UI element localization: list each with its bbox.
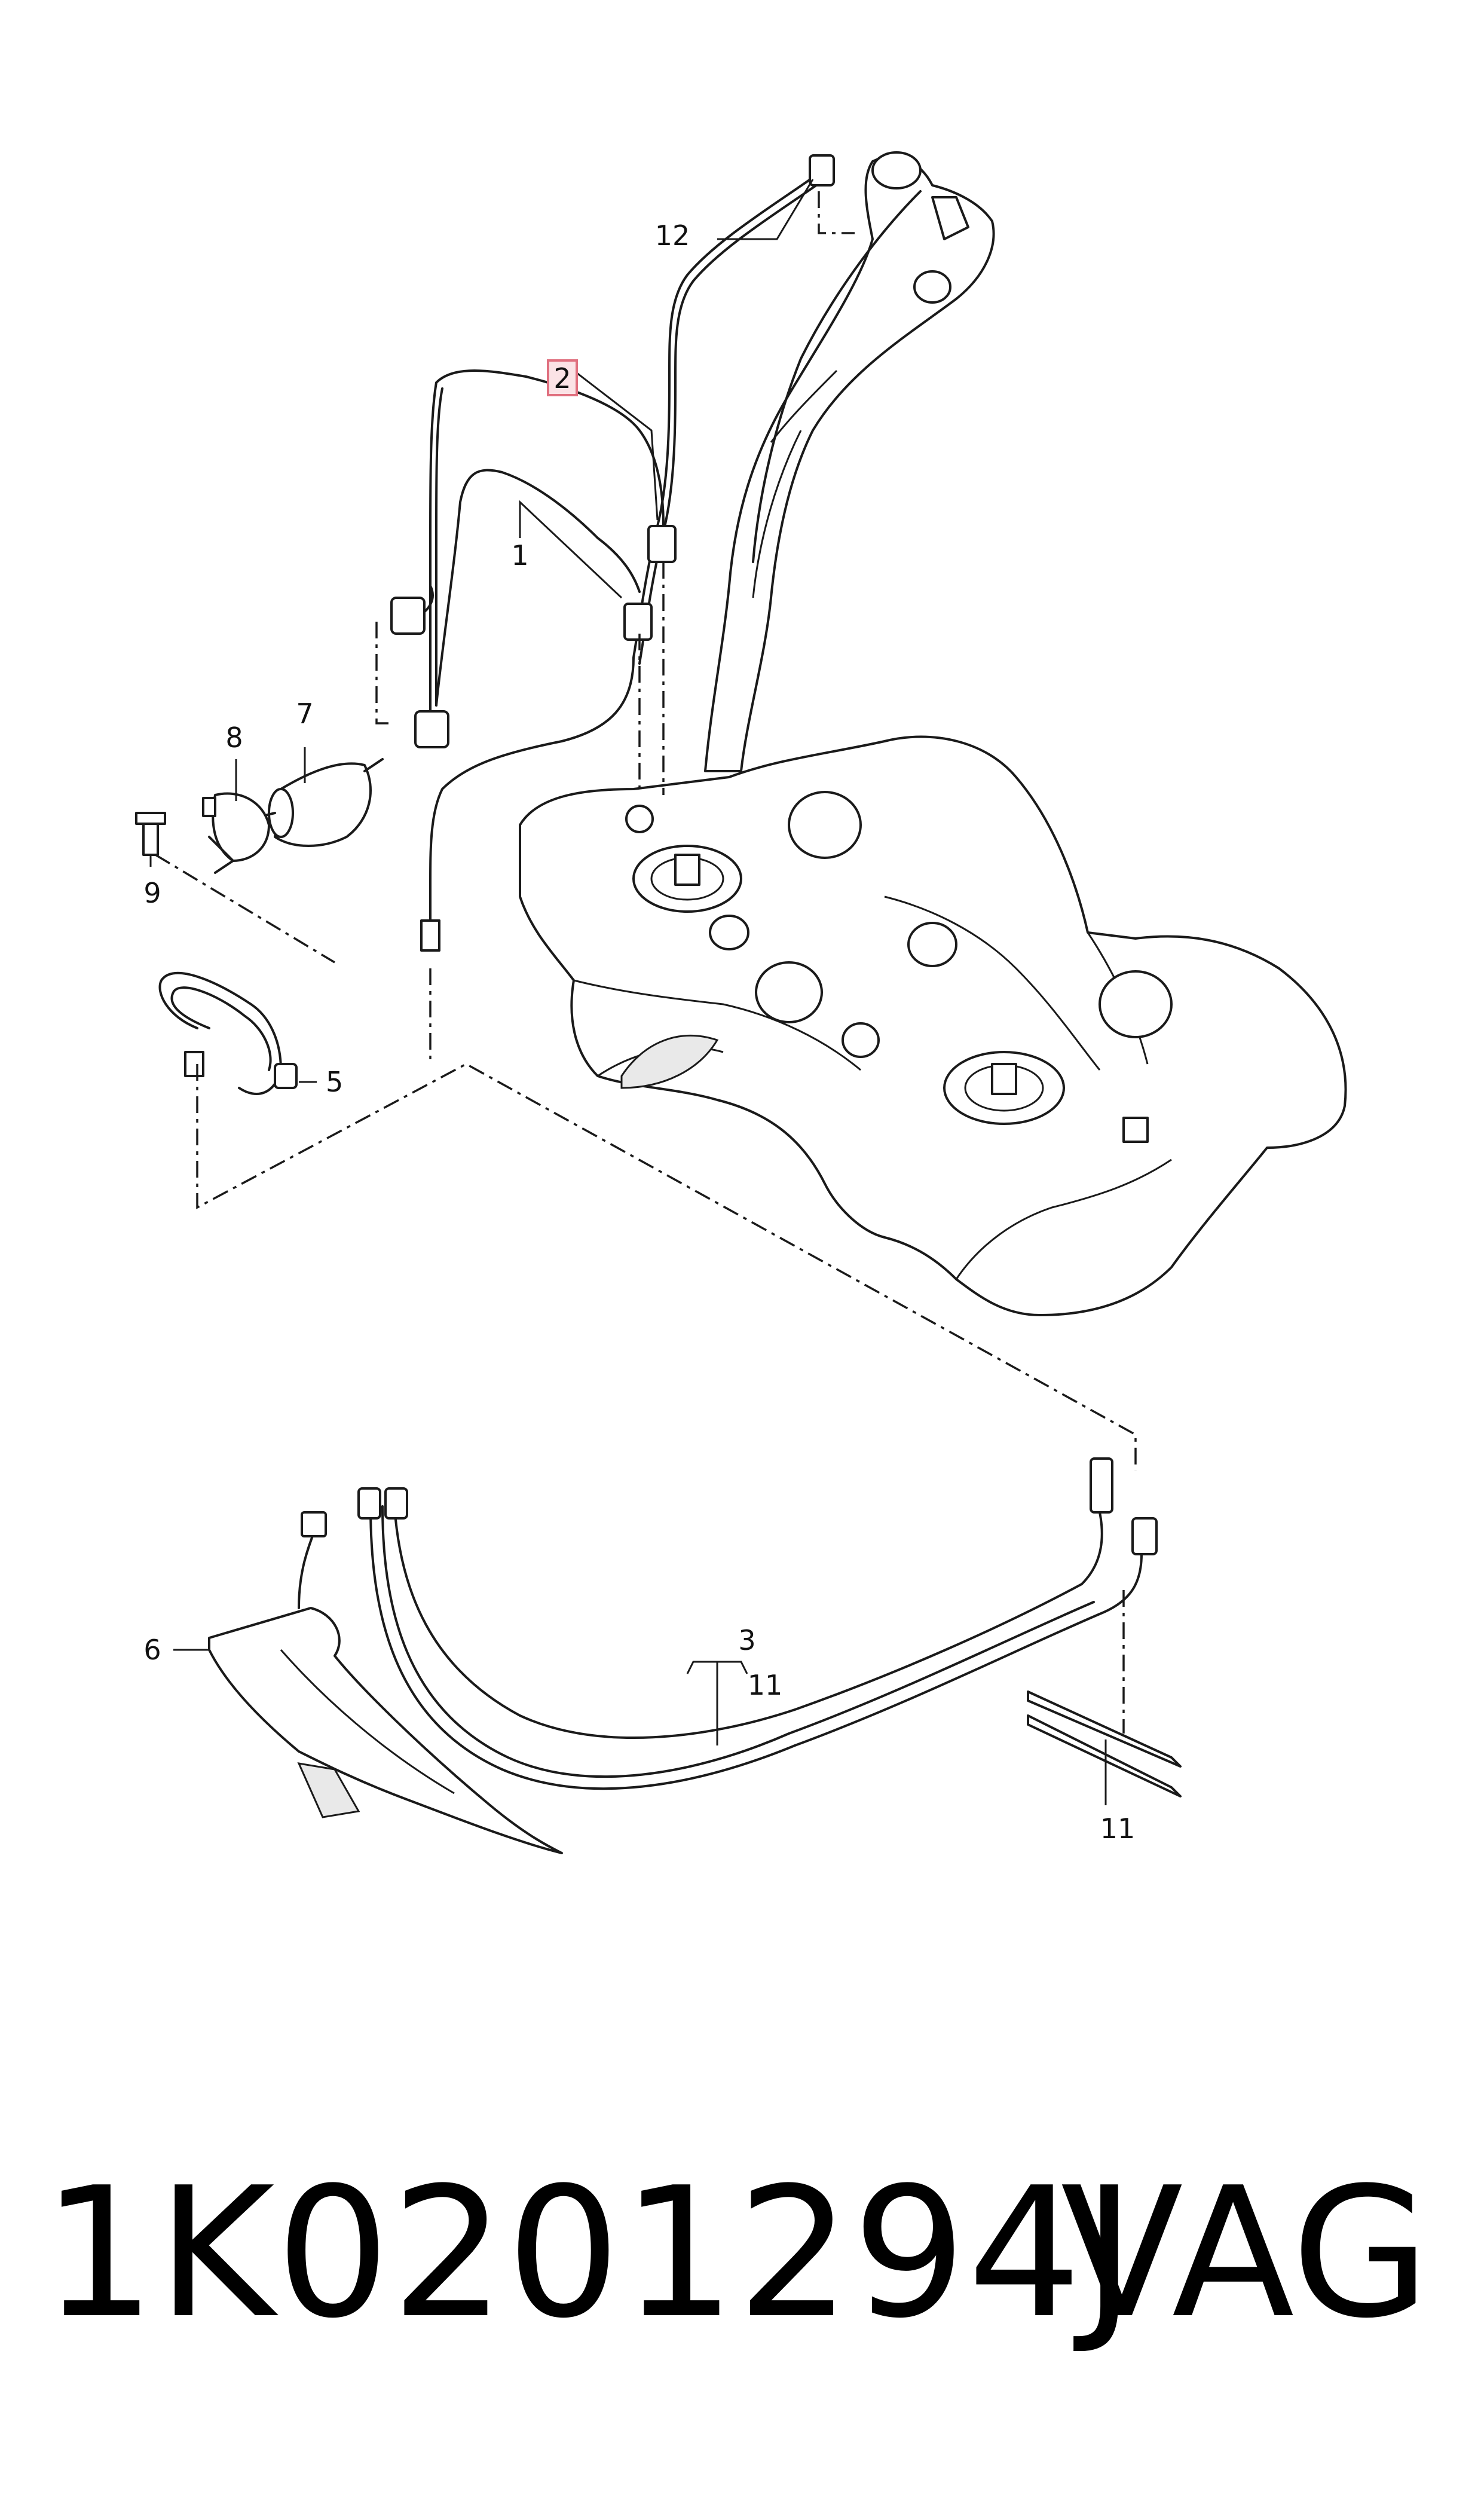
callout-11-upper[interactable]: 11	[748, 1669, 783, 1701]
brand-name: VAG	[1060, 2149, 1430, 2358]
parts-diagram: 2 1 12 7 8 9 5 6 3 11 11	[135, 151, 1347, 1854]
callout-12[interactable]: 12	[655, 219, 690, 252]
callout-2-highlight	[547, 359, 578, 396]
callout-11-lower[interactable]: 11	[1100, 1812, 1136, 1845]
cable-ties	[1027, 1690, 1182, 1797]
callout-3[interactable]: 3	[738, 1624, 755, 1656]
lines-1-2	[390, 369, 677, 748]
callout-2[interactable]: 2	[553, 362, 571, 395]
footer: 1K0201294J VAG	[0, 2140, 1484, 2391]
fuel-tank	[519, 735, 1347, 1316]
callout-8[interactable]: 8	[225, 722, 243, 754]
filter-clamp	[202, 792, 270, 874]
line-12	[420, 154, 835, 952]
assembly-lines	[155, 191, 1137, 1734]
heat-shield	[208, 1511, 563, 1854]
underbody-lines	[357, 1457, 1158, 1790]
callout-1[interactable]: 1	[511, 539, 528, 571]
callout-labels: 2 1 12 7 8 9 5 6 3 11 11	[143, 219, 1135, 1845]
hose-5	[158, 971, 298, 1095]
callout-9[interactable]: 9	[143, 877, 161, 909]
bolt	[135, 812, 166, 856]
fuel-filter	[250, 758, 384, 847]
callout-7[interactable]: 7	[296, 698, 313, 730]
callout-5[interactable]: 5	[326, 1066, 343, 1098]
filler-neck	[704, 151, 995, 772]
part-number: 1K0201294J	[42, 2149, 1137, 2358]
callout-6[interactable]: 6	[143, 1634, 161, 1666]
leader-lines	[149, 179, 1107, 1805]
